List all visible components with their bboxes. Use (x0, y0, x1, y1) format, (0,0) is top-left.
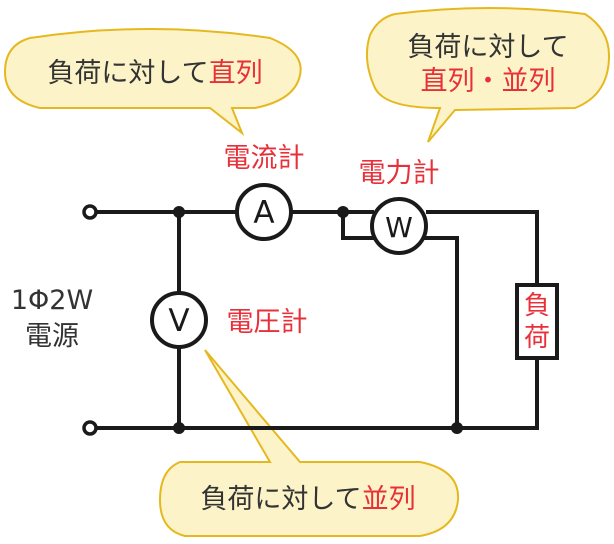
wattmeter-symbol: W (385, 211, 413, 244)
source-terminals (82, 204, 98, 436)
ammeter-label: 電流計 (224, 143, 305, 174)
bubble-top-left: 負荷に対して直列 (3, 28, 302, 137)
top-wire-right (426, 210, 539, 287)
voltmeter: V (150, 291, 208, 349)
bubble-top-right-accent: 直列・並列 (421, 66, 556, 97)
bubble-bottom: 負荷に対して並列 (158, 349, 460, 537)
ammeter: A (235, 183, 293, 241)
terminal-top (82, 204, 98, 220)
wattmeter-voltage-return (423, 236, 459, 430)
bubble-top-right-line1: 負荷に対して (407, 32, 568, 63)
load-label-bottom: 荷 (524, 323, 550, 353)
terminal-bottom (82, 420, 98, 436)
wattmeter-voltage-loop (341, 210, 374, 240)
voltmeter-label: 電圧計 (227, 307, 308, 338)
bottom-wire (88, 356, 539, 430)
junction-dot (451, 422, 463, 434)
voltmeter-symbol: V (168, 303, 189, 339)
load: 負 荷 (515, 283, 559, 360)
bubble-top-right: 負荷に対して 直列・並列 (365, 7, 611, 143)
wires (88, 210, 539, 430)
junction-dot (337, 206, 349, 218)
source-label-line2: 電源 (25, 321, 79, 352)
wattmeter-label: 電力計 (359, 158, 440, 189)
load-label-top: 負 (524, 291, 550, 321)
junction-dot (173, 422, 185, 434)
bubble-top-left-text: 負荷に対して直列 (47, 58, 262, 89)
bubble-bottom-text: 負荷に対して並列 (200, 484, 415, 515)
source-label-line1: 1Φ2W (11, 285, 93, 316)
wattmeter: W (370, 197, 428, 255)
ammeter-symbol: A (253, 195, 274, 231)
junctions (173, 206, 463, 434)
junction-dot (173, 206, 185, 218)
